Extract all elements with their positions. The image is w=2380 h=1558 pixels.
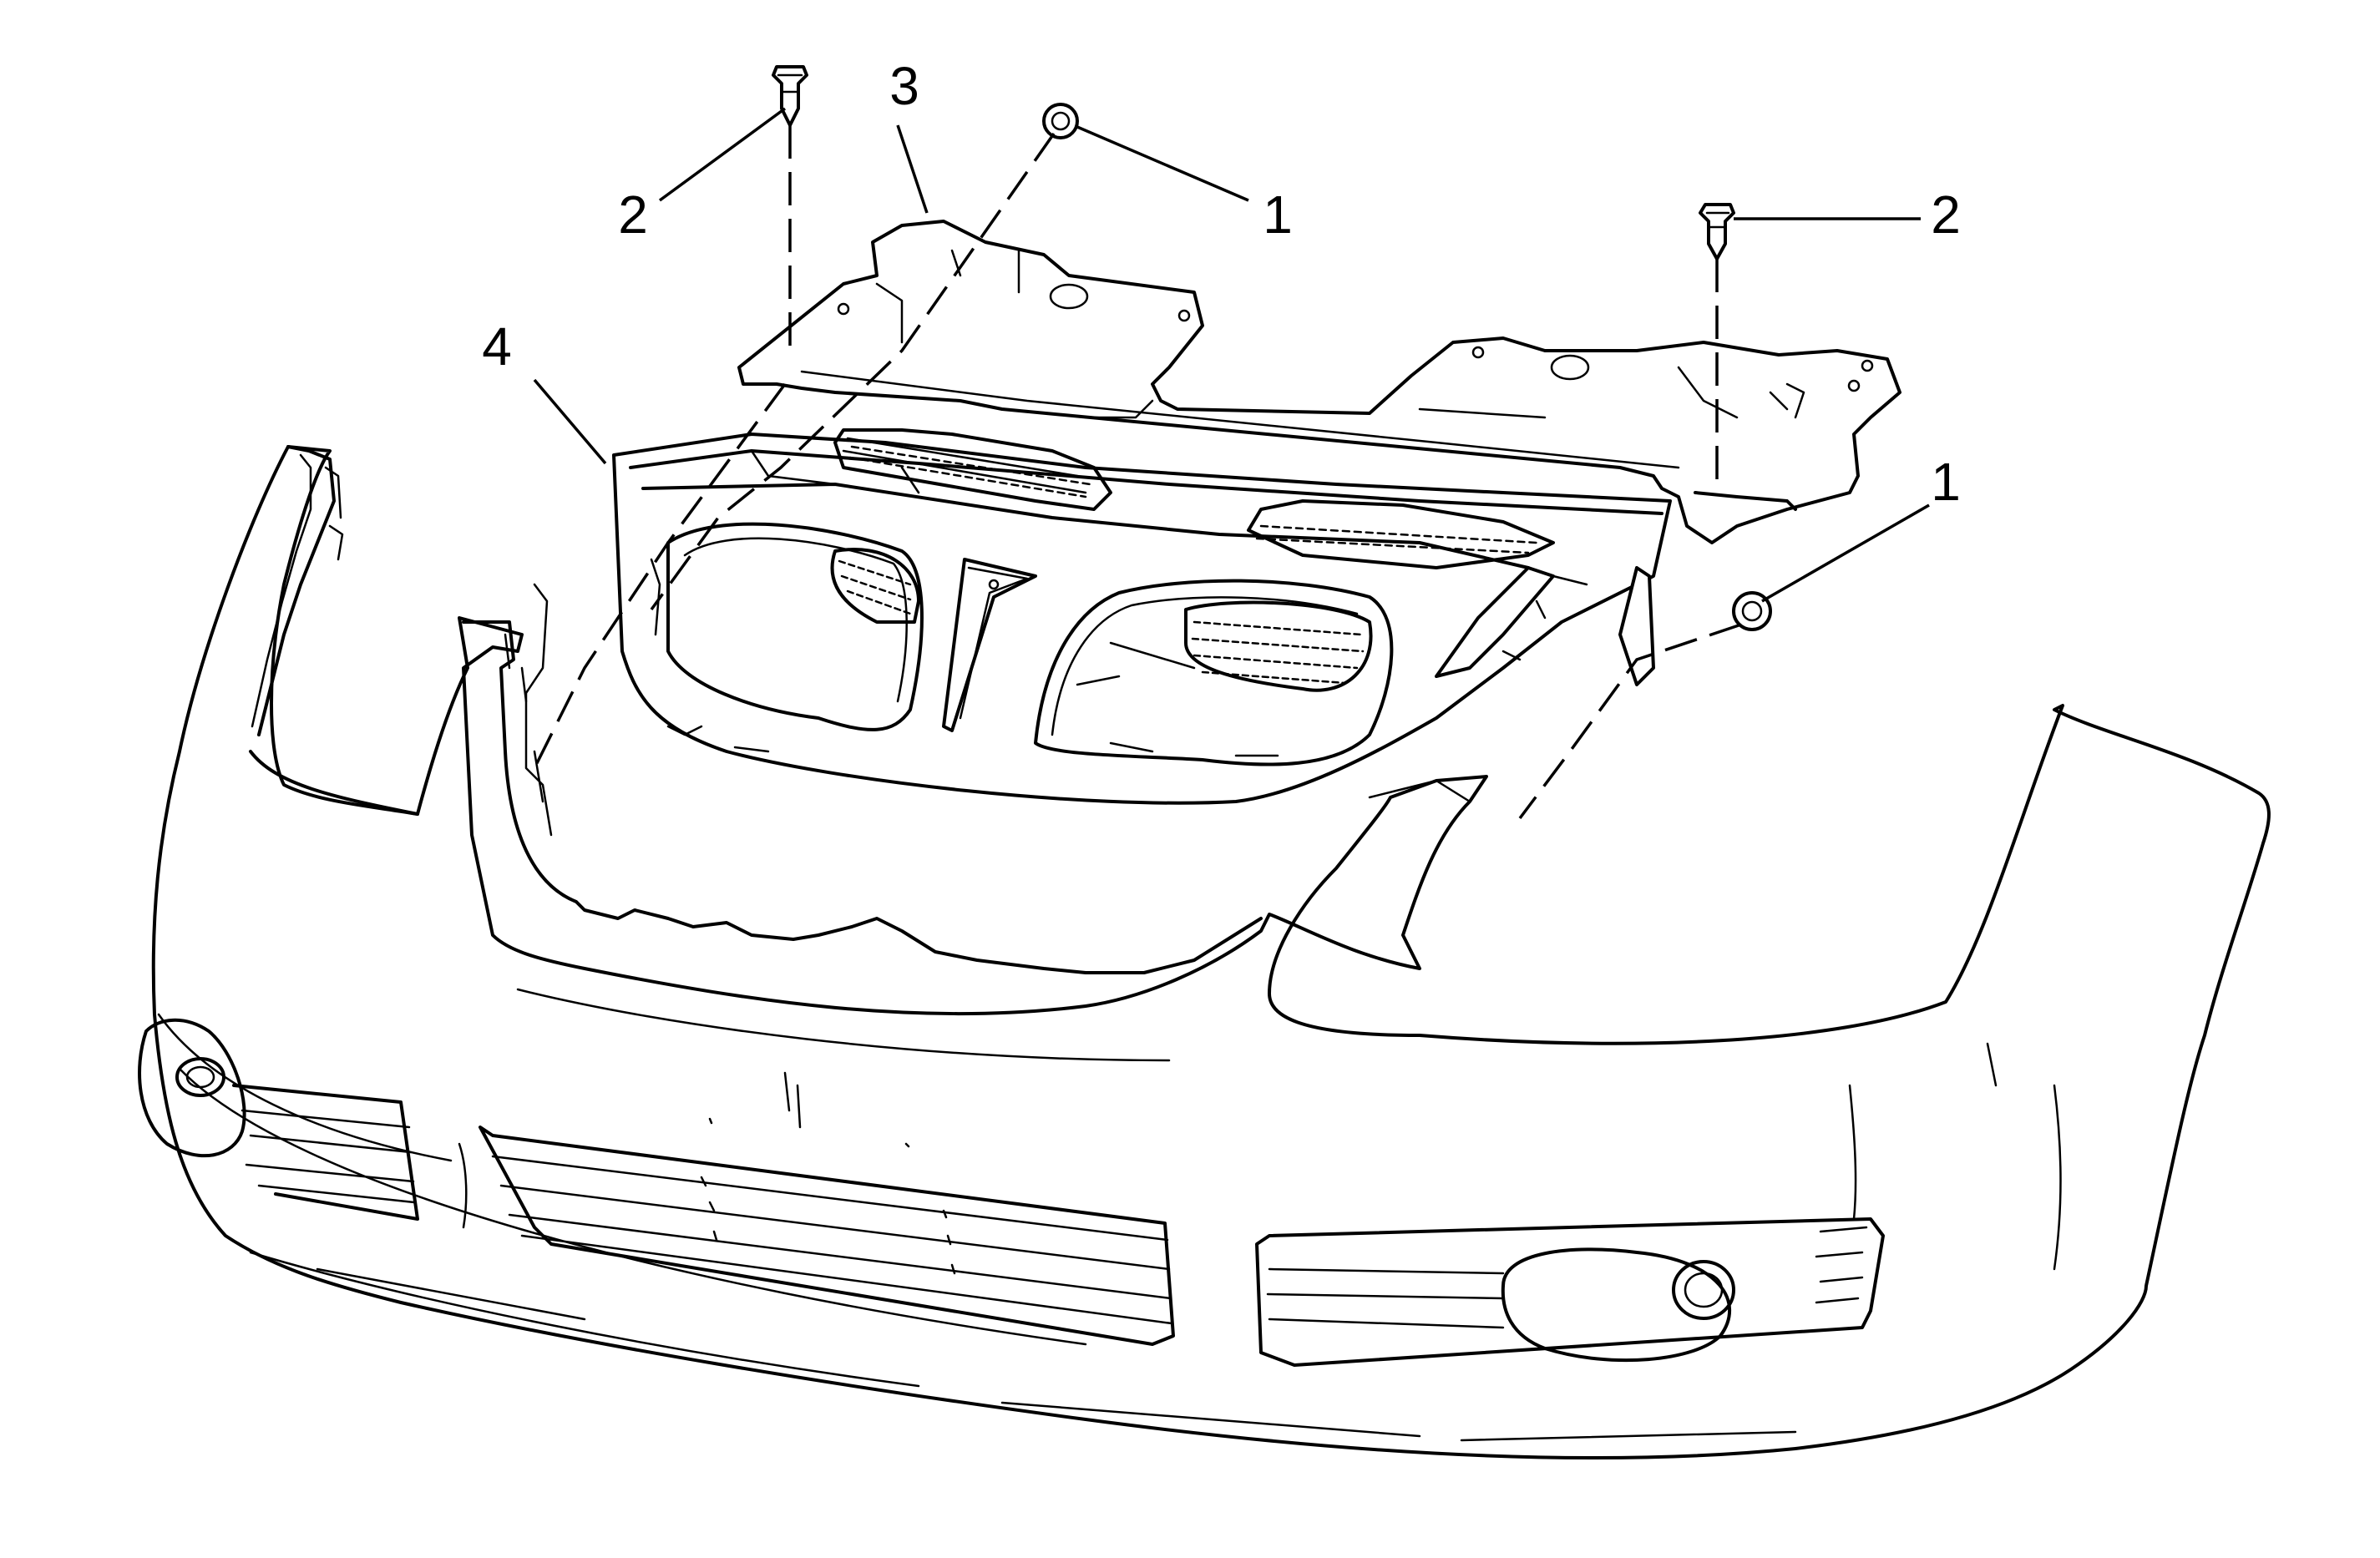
push-pin-retainer-icon xyxy=(1699,203,1735,261)
upper-left-mesh xyxy=(833,428,1112,511)
push-nut-icon xyxy=(1732,591,1772,631)
callout-3: 3 xyxy=(889,56,919,116)
push-nut-icon xyxy=(1042,103,1079,139)
lower-center-grille xyxy=(479,1126,1175,1346)
callout-4: 4 xyxy=(482,316,512,377)
callout-1-right: 1 xyxy=(1931,452,1961,512)
center-emblem xyxy=(942,558,1037,732)
right-fog-lamp xyxy=(1255,1217,1885,1367)
push-pin-retainer-icon xyxy=(772,65,808,127)
radiator-grille-assembly xyxy=(524,428,1672,837)
left-fog-lamp xyxy=(138,1018,419,1221)
callout-2-right: 2 xyxy=(1931,185,1961,245)
right-grille-opening xyxy=(1034,579,1394,766)
install-paths xyxy=(533,125,1742,820)
front-bumper-fascia xyxy=(138,445,2271,1460)
callout-1-top: 1 xyxy=(1263,185,1293,245)
left-grille-opening xyxy=(666,522,924,731)
upper-right-mesh xyxy=(1247,499,1555,569)
leader-lines xyxy=(533,107,1930,603)
callout-2-left: 2 xyxy=(618,185,648,245)
